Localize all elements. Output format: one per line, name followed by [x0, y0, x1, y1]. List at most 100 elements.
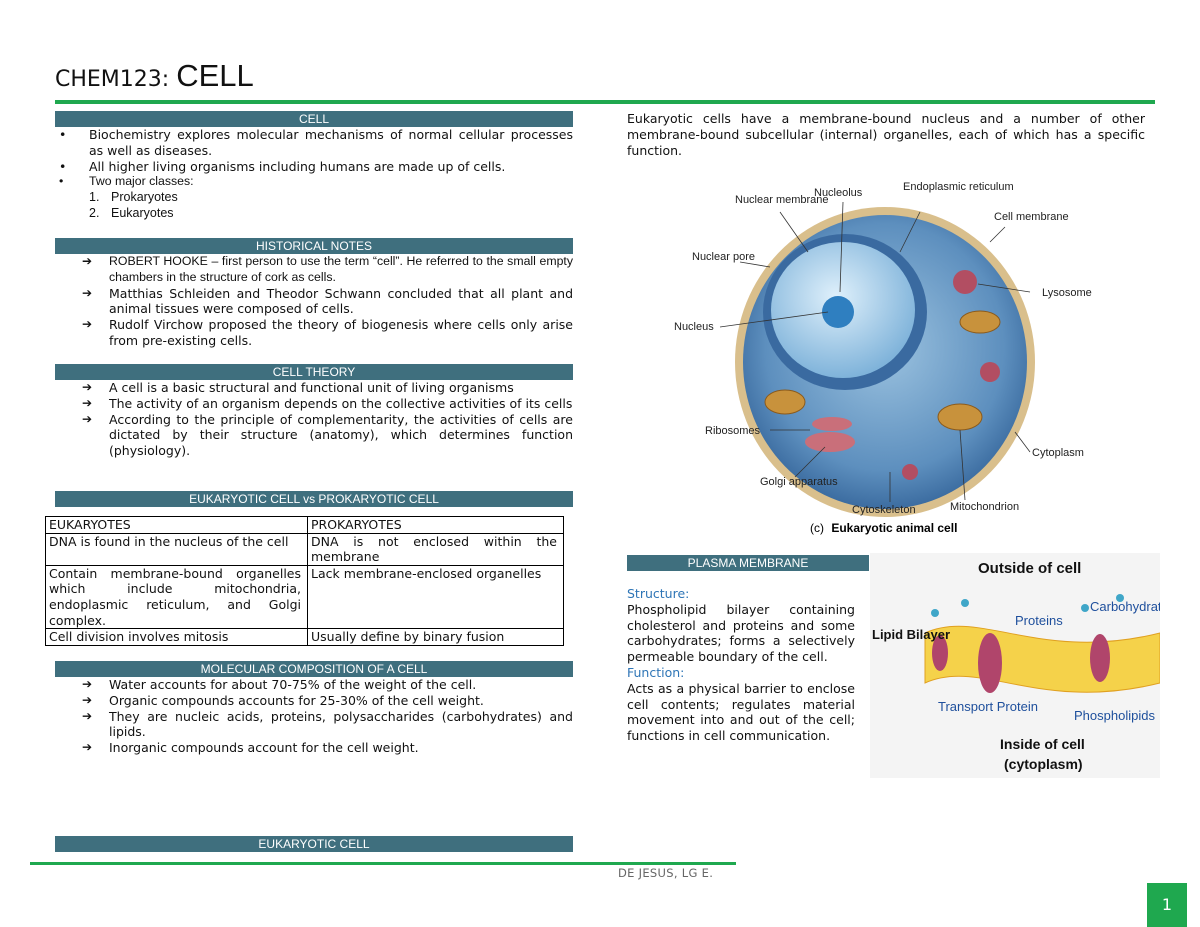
eukaryotic-cell-figure: Nuclear membrane Nucleolus Endoplasmic r…: [674, 181, 1092, 535]
section-title: CELL: [298, 112, 330, 126]
function-label: Function:: [627, 664, 685, 680]
mitochondrion-shape: [937, 403, 983, 431]
list-item: All higher living organisms including hu…: [55, 159, 573, 175]
carbohydrate-shape: [1081, 604, 1089, 612]
item-text: Rudolf Virchow proposed the theory of bi…: [109, 317, 573, 348]
nucleolus-shape: [822, 296, 854, 328]
item-text: They are nucleic acids, proteins, polysa…: [109, 708, 573, 740]
carbohydrate-shape: [1116, 594, 1124, 602]
label-nucleus: Nucleus: [674, 321, 714, 333]
class-name: Eukaryotes: [111, 205, 174, 220]
list-number: 2.: [89, 205, 100, 220]
topic-title: CELL: [176, 58, 254, 93]
golgi-shape: [812, 417, 852, 431]
list-item: ROBERT HOOKE – first person to use the t…: [55, 254, 573, 286]
comparison-table: EUKARYOTES PROKARYOTES DNA is found in t…: [45, 516, 564, 646]
caption-text: Eukaryotic animal cell: [831, 521, 957, 535]
table-header: PROKARYOTES: [307, 516, 564, 534]
historical-section: ROBERT HOOKE – first person to use the t…: [55, 254, 573, 349]
lysosome-shape: [953, 270, 977, 294]
label-outside: Outside of cell: [978, 560, 1081, 577]
list-item: 1. Prokaryotes: [55, 190, 573, 206]
caption-prefix: (c): [810, 521, 824, 535]
item-text: The activity of an organism depends on t…: [109, 395, 573, 411]
molecular-section: Water accounts for about 70-75% of the w…: [55, 677, 573, 756]
list-item: According to the principle of complement…: [55, 412, 573, 459]
author-name: DE JESUS, LG E.: [618, 866, 714, 880]
label-nucleolus: Nucleolus: [814, 187, 863, 199]
page-number: 1: [1147, 883, 1187, 927]
list-item: The activity of an organism depends on t…: [55, 396, 573, 412]
plasma-membrane-text: Structure: Phospholipid bilayer containi…: [627, 586, 855, 744]
function-text: Acts as a physical barrier to enclose ce…: [627, 680, 855, 744]
label-lipid-bilayer: Lipid Bilayer: [872, 627, 950, 642]
mitochondrion-shape: [764, 389, 806, 415]
figure-caption: (c) Eukaryotic animal cell: [810, 521, 957, 535]
list-item: Matthias Schleiden and Theodor Schwann c…: [55, 286, 573, 318]
class-name: Prokaryotes: [111, 190, 178, 205]
transport-protein-shape: [978, 633, 1002, 693]
structure-text: Phospholipid bilayer containing choleste…: [627, 601, 855, 665]
footer-divider: [30, 862, 736, 865]
plasma-membrane-figure: Outside of cell Proteins Carbohydrate ch…: [870, 553, 1160, 778]
section-bar-cell-theory: CELL THEORY: [55, 364, 573, 380]
item-text: Matthias Schleiden and Theodor Schwann c…: [109, 285, 573, 317]
list-item: They are nucleic acids, proteins, polysa…: [55, 709, 573, 741]
section-bar-cell: CELL: [55, 111, 573, 127]
label-ribosomes: Ribosomes: [705, 425, 761, 437]
structure-label: Structure:: [627, 586, 690, 601]
section-title: EUKARYOTIC CELL vs PROKARYOTIC CELL: [189, 492, 439, 506]
list-item: A cell is a basic structural and functio…: [55, 380, 573, 396]
section-title: EUKARYOTIC CELL: [258, 837, 370, 851]
protein-shape: [932, 635, 948, 671]
label-mitochondrion: Mitochondrion: [950, 501, 1019, 513]
table-cell: Cell division involves mitosis: [45, 628, 308, 646]
protein-shape: [1090, 634, 1110, 682]
label-lysosome: Lysosome: [1042, 287, 1092, 299]
lysosome-shape: [902, 464, 918, 480]
cell-section: Biochemistry explores molecular mechanis…: [55, 127, 573, 222]
label-proteins: Proteins: [1015, 613, 1063, 628]
golgi-shape: [805, 432, 855, 452]
label-phospholipids: Phospholipids: [1074, 708, 1155, 723]
label-cytoplasm: Cytoplasm: [1032, 447, 1084, 459]
item-text: Inorganic compounds account for the cell…: [109, 740, 419, 756]
section-title: CELL THEORY: [272, 365, 356, 379]
cell-theory-section: A cell is a basic structural and functio…: [55, 380, 573, 459]
section-bar-molecular: MOLECULAR COMPOSITION OF A CELL: [55, 661, 573, 677]
mitochondrion-shape: [959, 310, 1001, 334]
label-cell-membrane: Cell membrane: [994, 211, 1069, 223]
carbohydrate-shape: [961, 599, 969, 607]
label-er: Endoplasmic reticulum: [903, 181, 1014, 193]
label-nuclear-pore: Nuclear pore: [692, 251, 755, 263]
table-header-row: EUKARYOTES PROKARYOTES: [45, 516, 564, 534]
label-transport-protein: Transport Protein: [938, 699, 1038, 714]
label-cytoskeleton: Cytoskeleton: [852, 504, 916, 516]
section-bar-eukaryotic-cell: EUKARYOTIC CELL: [55, 836, 573, 852]
label-inside: Inside of cell: [1000, 736, 1085, 752]
section-bar-comparison: EUKARYOTIC CELL vs PROKARYOTIC CELL: [55, 491, 573, 507]
list-number: 1.: [89, 190, 100, 205]
course-code: CHEM123:: [55, 67, 170, 92]
item-text: Water accounts for about 70-75% of the w…: [109, 677, 477, 692]
table-row: Cell division involves mitosis Usually d…: [45, 628, 564, 646]
carbohydrate-shape: [931, 609, 939, 617]
section-title: HISTORICAL NOTES: [255, 239, 373, 253]
table-cell: DNA is found in the nucleus of the cell: [45, 532, 308, 566]
table-header: EUKARYOTES: [45, 516, 308, 534]
bullet-text: Two major classes:: [89, 174, 194, 189]
section-title: MOLECULAR COMPOSITION OF A CELL: [200, 662, 428, 676]
lysosome-shape: [980, 362, 1000, 382]
intro-paragraph: Eukaryotic cells have a membrane-bound n…: [627, 111, 1145, 158]
list-item: 2. Eukaryotes: [55, 206, 573, 222]
item-text: Organic compounds accounts for 25-30% of…: [109, 692, 484, 708]
table-cell: Lack membrane-enclosed organelles: [307, 564, 564, 630]
table-cell: DNA is not enclosed within the membrane: [307, 532, 564, 566]
section-bar-historical: HISTORICAL NOTES: [55, 238, 573, 254]
item-text: A cell is a basic structural and functio…: [109, 380, 514, 395]
list-item: Water accounts for about 70-75% of the w…: [55, 677, 573, 693]
page-title: CHEM123: CELL: [55, 58, 254, 94]
label-golgi: Golgi apparatus: [760, 476, 838, 488]
label-nuclear-membrane: Nuclear membrane: [735, 194, 829, 206]
table-row: DNA is found in the nucleus of the cell …: [45, 532, 564, 566]
